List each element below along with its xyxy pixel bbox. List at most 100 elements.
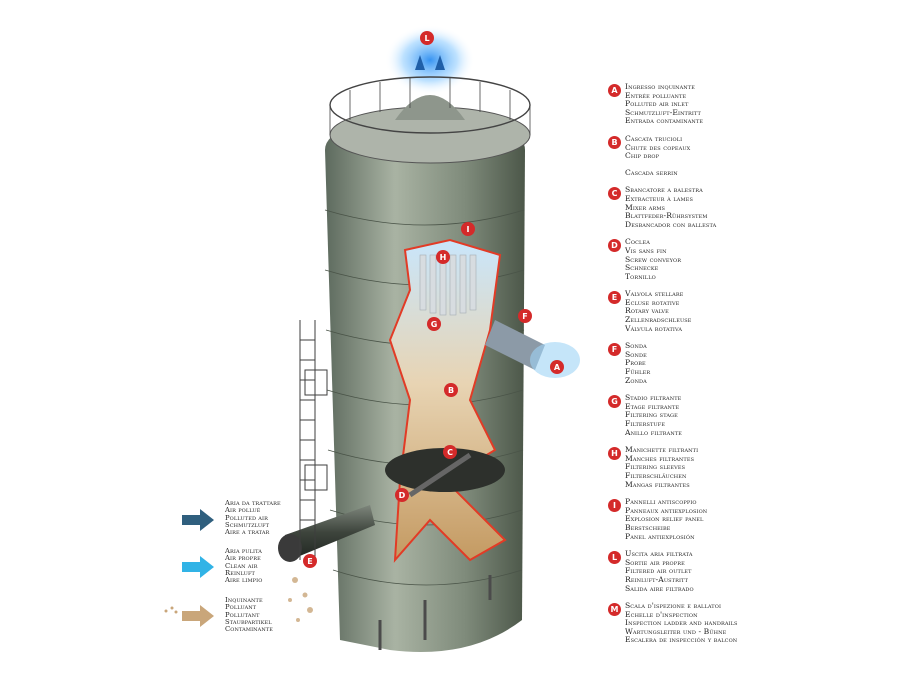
legend-line: Panneaux antiexplosion — [625, 505, 708, 515]
key-line: Schmutzluft — [225, 520, 270, 529]
legend-entry-F: F Sonda Sonde Probe Fühler Zonda — [608, 342, 898, 385]
marker-label: F — [522, 312, 527, 321]
legend-line: Echelle d'inspection — [625, 609, 698, 619]
legend-line: Stadio filtrante — [625, 393, 682, 403]
legend-line: Sortie air propre — [625, 557, 685, 567]
legend-line: Schnecke — [625, 263, 659, 273]
rotary-valve — [278, 534, 302, 562]
marker-label: L — [424, 34, 429, 43]
marker-B: B — [444, 383, 458, 397]
legend-line: Etage filtrante — [625, 401, 680, 411]
marker-label: D — [399, 491, 406, 500]
marker-label: H — [440, 253, 447, 262]
marker-E: E — [303, 554, 317, 568]
legend-line: Cascata trucioli — [625, 133, 683, 143]
legend-line: Probe — [625, 358, 646, 368]
marker-G: G — [427, 317, 441, 331]
legend-line: Cascada serrin — [625, 167, 678, 177]
key-line: Aria pulita — [225, 547, 262, 555]
key-line: Clean air — [225, 561, 258, 570]
legend-line: Coclea — [625, 237, 650, 247]
legend-line: Salida aire filtrado — [625, 583, 694, 593]
legend-line: Reinluft-Austritt — [625, 574, 689, 584]
legend-badge: F — [608, 343, 621, 357]
inlet-airflow — [530, 342, 580, 378]
legend-line: Uscita aria filtrata — [625, 549, 693, 559]
marker-A: A — [550, 360, 564, 374]
legend-entry-C: C Sbancatore a balestra Extracteur à lam… — [608, 186, 898, 229]
legend-entry-B: B Cascata trucioli Chute des copeaux Chi… — [608, 133, 898, 177]
legend-badge: D — [608, 239, 621, 253]
filter-sleeves — [419, 254, 477, 316]
key-line: Aire a tratar — [225, 528, 270, 537]
key-dirty-air: Aria da trattare Air pollué Polluted air… — [225, 499, 335, 537]
key-line: Pollutant — [225, 610, 260, 619]
screw-conveyor — [408, 452, 472, 498]
marker-H: H — [436, 250, 450, 264]
marker-I: I — [461, 222, 475, 236]
legend-line: Scala d'ispezione e ballatoi — [625, 601, 722, 611]
key-line: Aire limpio — [225, 576, 263, 585]
marker-D: D — [395, 488, 409, 502]
legend-line: Filterschläuchen — [625, 470, 687, 480]
legend-line: Ingresso inquinante — [625, 82, 695, 91]
legend-line: Escalera de inspección y balcon — [625, 635, 738, 645]
railing-posts — [329, 78, 531, 135]
key-line: Polluant — [225, 603, 257, 612]
dirty-air-arrow-icon — [182, 509, 214, 531]
key-line: Inquinante — [225, 596, 263, 604]
legend-line: Inspection ladder and handrails — [625, 618, 738, 628]
legend-entry-I: I Pannelli antiscoppio Panneaux antiexpl… — [608, 498, 898, 541]
legend-entry-E: E Valvola stellare Ecluse rotative Rotar… — [608, 290, 898, 333]
legend-badge: I — [608, 499, 621, 513]
marker-label: A — [554, 363, 561, 372]
legend-badge: C — [608, 187, 621, 201]
marker-label: E — [307, 557, 312, 566]
outlet-arrow-icon — [435, 55, 445, 70]
key-line: Contaminante — [225, 625, 273, 634]
key-clean-air: Aria pulita Air propre Clean air Reinluf… — [225, 547, 335, 585]
legend-line: Schmutzluft-Eintritt — [625, 107, 701, 117]
legend-entry-H: H Manichette filtranti Manches filtrante… — [608, 446, 898, 489]
legend-line: Blattfeder-Rührsystem — [625, 211, 708, 221]
legend-line: Panel antiexplosión — [625, 531, 695, 541]
legend-entry-L: L Uscita aria filtrata Sortie air propre… — [608, 550, 898, 593]
legend-line: Polluted air inlet — [625, 99, 689, 109]
legend-entry-D: D Coclea Vis sans fin Screw conveyor Sch… — [608, 238, 898, 281]
legend-line: Zonda — [625, 375, 647, 385]
legend-line: Entrée polluante — [625, 90, 687, 100]
marker-label: I — [467, 225, 470, 234]
outlet-arrow-icon — [415, 55, 425, 70]
legend-line: Chute des copeaux — [625, 142, 691, 152]
legend-line: Tornillo — [625, 271, 656, 281]
pollutant-arrow-icon — [164, 605, 214, 627]
legend-line: Filterstufe — [625, 419, 666, 428]
legend-line: Wartungsleiter und - Bühne — [625, 626, 727, 636]
legend-badge: A — [608, 84, 621, 97]
marker-L: L — [420, 31, 434, 45]
legend-line: Entrada contaminante — [625, 116, 704, 126]
legend-badge: G — [608, 395, 621, 409]
legend-line: Extracteur à lames — [625, 193, 693, 203]
legend-line: Filtering sleeves — [625, 462, 686, 472]
legend-line: Explosion relief panel — [625, 514, 704, 524]
legend-line: Anillo filtrante — [625, 427, 683, 437]
key-line: Air pollué — [225, 506, 261, 515]
legend-line: Filtering stage — [625, 410, 678, 420]
key-line: Aria da trattare — [225, 499, 281, 507]
marker-label: G — [431, 320, 438, 329]
legend-entry-A: A Ingresso inquinante Entrée polluante P… — [608, 82, 898, 126]
outlet-hood — [395, 95, 465, 120]
legend-line: Válvula rotativa — [625, 323, 683, 333]
legend-entry-G: G Stadio filtrante Etage filtrante Filte… — [608, 394, 898, 437]
legend-line: Valvola stellare — [625, 289, 684, 299]
marker-label: B — [448, 386, 454, 395]
legend-line: Manichette filtranti — [625, 445, 699, 455]
legend-badge: L — [608, 551, 621, 565]
legend-line: Mixer arms — [625, 202, 666, 212]
legend-line: Vis sans fin — [625, 245, 667, 255]
legend-line: Desbancador con ballesta — [625, 219, 717, 229]
key-line: Reinluft — [225, 568, 255, 577]
